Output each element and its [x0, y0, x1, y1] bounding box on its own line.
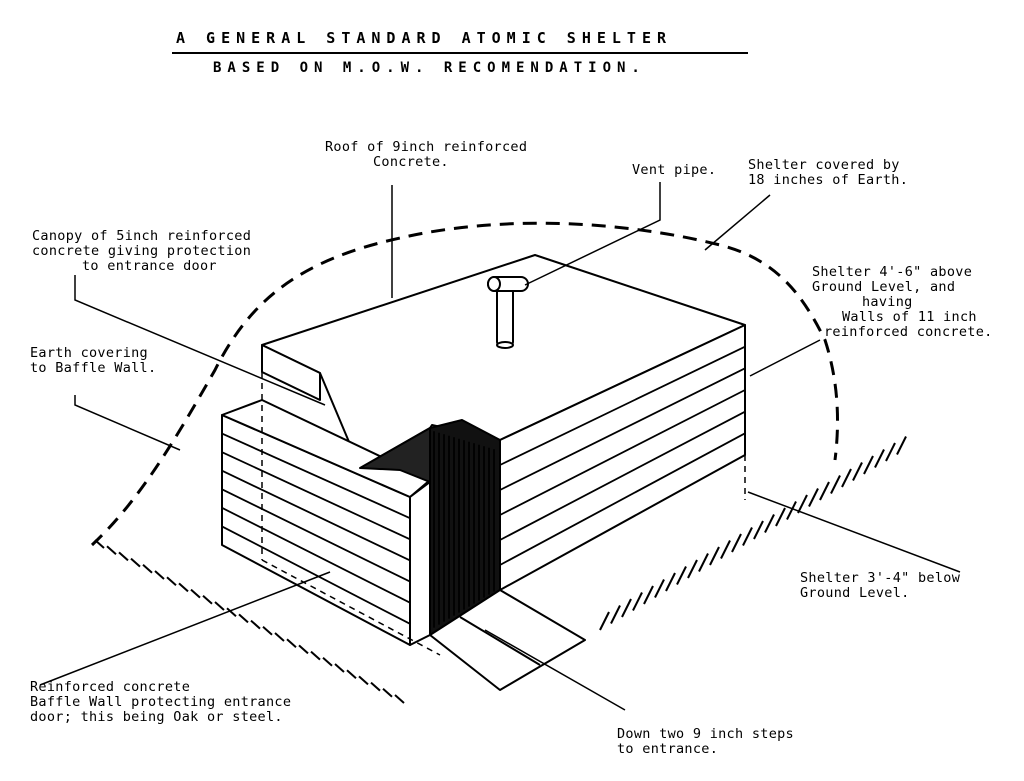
wall-course-line [499, 389, 746, 516]
hatch-stroke [106, 545, 117, 555]
label-above-ground: Shelter 4'-6" above Ground Level, and ha… [812, 264, 993, 340]
hatch-stroke [310, 650, 321, 661]
hatch-stroke [621, 598, 632, 618]
hatch-stroke [654, 579, 665, 598]
ground-hatching [94, 436, 907, 704]
wall-course-line [499, 432, 746, 566]
hatch-stroke [274, 632, 285, 642]
hatch-stroke [775, 507, 786, 527]
hatch-stroke [118, 551, 129, 562]
label-earth-cover: Shelter covered by 18 inches of Earth. [748, 157, 909, 188]
baffle-course-line [221, 451, 411, 541]
label-roof: Roof of 9inch reinforced Concrete. [325, 139, 528, 170]
label-below-ground: Shelter 3'-4" below Ground Level. [800, 570, 961, 601]
hatch-stroke [709, 546, 720, 566]
hatch-stroke [202, 595, 213, 605]
hatch-stroke [852, 462, 863, 481]
baffle-course-line [221, 525, 411, 625]
hatch-stroke [841, 468, 852, 488]
earth-mound-outline [90, 221, 840, 547]
label-baffle-wall: Reinforced concrete Baffle Wall protecti… [30, 679, 292, 725]
hatch-stroke [166, 576, 177, 586]
wall-course-line [499, 410, 746, 541]
hatch-stroke [370, 681, 381, 692]
baffle-course-line [221, 507, 411, 604]
hatch-stroke [154, 570, 165, 580]
hatch-stroke [632, 592, 643, 611]
hatch-stroke [286, 638, 297, 648]
hatch-stroke [262, 626, 273, 636]
hatch-stroke [94, 539, 105, 549]
baffle-course-line [221, 432, 411, 519]
hatch-stroke [885, 442, 896, 462]
hatch-stroke [382, 688, 393, 698]
wall-course-line [499, 345, 746, 466]
hatch-stroke [643, 585, 654, 605]
hatch-stroke [334, 663, 345, 673]
wall-layer-lines [221, 345, 746, 628]
hatch-stroke [863, 455, 874, 475]
hatch-stroke [676, 566, 687, 585]
hatch-stroke [238, 613, 249, 624]
hatch-stroke [322, 657, 333, 667]
hatch-stroke [665, 572, 676, 592]
hatch-stroke [698, 553, 709, 572]
baffle-course-line [221, 488, 411, 583]
hatch-stroke [786, 501, 797, 520]
hatch-stroke [830, 475, 841, 494]
hatch-stroke [178, 582, 189, 593]
hatch-stroke [130, 557, 141, 568]
label-canopy: Canopy of 5inch reinforced concrete givi… [32, 228, 252, 274]
label-steps: Down two 9 inch steps to entrance. [617, 726, 794, 757]
hatch-stroke [687, 559, 698, 579]
hatch-stroke [797, 494, 808, 514]
hatch-stroke [896, 436, 907, 455]
hatch-stroke [764, 514, 775, 533]
hatch-stroke [346, 669, 357, 679]
hatch-stroke [250, 619, 261, 630]
wall-course-line [499, 367, 746, 491]
hatch-stroke [214, 601, 225, 611]
hatch-stroke [819, 481, 830, 501]
hatch-stroke [190, 588, 201, 599]
hatch-stroke [226, 607, 237, 617]
hatch-stroke [610, 605, 621, 624]
hatch-stroke [298, 644, 309, 655]
hatch-stroke [731, 533, 742, 553]
hatch-stroke [808, 488, 819, 507]
hatch-stroke [874, 449, 885, 468]
hatch-stroke [142, 564, 153, 574]
hatch-stroke [720, 540, 731, 559]
shelter-body [221, 254, 746, 691]
hatch-stroke [599, 611, 610, 631]
diagram-subtitle: BASED ON M.O.W. RECOMENDATION. [213, 60, 646, 76]
label-baffle-earth: Earth covering to Baffle Wall. [30, 345, 157, 376]
hatch-stroke [742, 527, 753, 546]
hatch-stroke [358, 675, 369, 686]
leader-lines [39, 182, 961, 711]
label-vent-pipe: Vent pipe. [632, 162, 717, 178]
title-underline [172, 52, 748, 54]
hatch-stroke [394, 694, 405, 704]
hatch-stroke [753, 520, 764, 540]
vent-pipe [487, 276, 529, 349]
baffle-course-line [221, 469, 411, 562]
diagram-title: A GENERAL STANDARD ATOMIC SHELTER [176, 29, 673, 47]
hidden-below-ground-lines [261, 372, 746, 656]
